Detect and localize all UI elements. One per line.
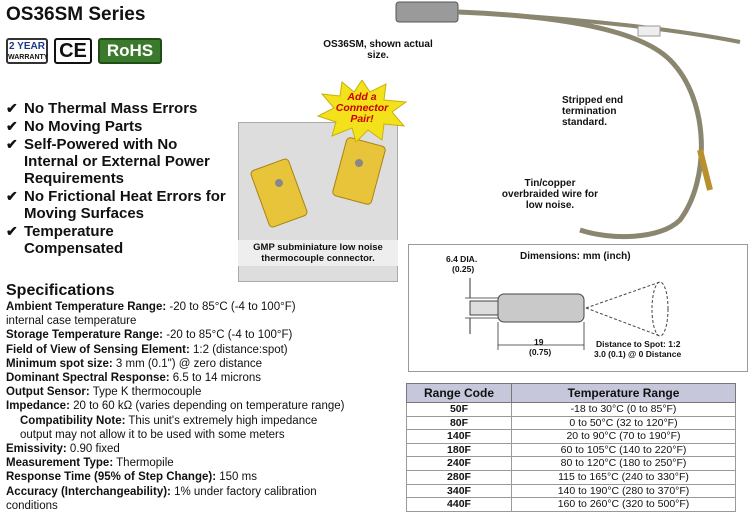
specifications-heading: Specifications [6, 282, 115, 299]
spec-row: Emissivity: 0.90 fixed [6, 443, 120, 456]
spec-row: Dominant Spectral Response: 6.5 to 14 mi… [6, 372, 261, 385]
stripped-end-note: Stripped end termination standard. [562, 95, 624, 128]
warranty-years: 2 YEAR [9, 41, 45, 52]
spec-row: Impedance: 20 to 60 kΩ (varies depending… [6, 400, 345, 413]
range-table: Range Code Temperature Range 50F-18 to 3… [406, 383, 736, 512]
check-icon: ✔ [6, 136, 18, 152]
warranty-label: WARRANTY [8, 54, 49, 61]
sensor-cable-illustration [395, 1, 741, 239]
feature-item: ✔Self-Powered with No Internal or Extern… [6, 136, 210, 187]
sensor-housing [395, 1, 459, 23]
spec-row: conditions [6, 499, 58, 512]
connector-caption: GMP subminiature low noise thermocouple … [238, 240, 398, 266]
spec-row: Measurement Type: Thermopile [6, 457, 174, 470]
spec-row: Output Sensor: Type K thermocouple [6, 386, 202, 399]
dimensions-title: Dimensions: mm (inch) [520, 251, 631, 262]
check-icon: ✔ [6, 118, 18, 134]
sensor-dimension-drawing [465, 278, 669, 350]
spec-row: Compatibility Note: This unit's extremel… [20, 414, 318, 427]
spec-row: Minimum spot size: 3 mm (0.1") @ zero di… [6, 357, 263, 370]
spec-row: internal case temperature [6, 315, 137, 328]
check-icon: ✔ [6, 100, 18, 116]
table-header-row: Range Code Temperature Range [406, 383, 736, 403]
connector-illustration [250, 137, 386, 228]
spec-row: Accuracy (Interchangeability): 1% under … [6, 485, 317, 498]
diameter-label: 6.4 DIA. [446, 254, 478, 264]
wire-note: Tin/copper overbraided wire for low nois… [501, 178, 599, 211]
table-row: 50F-18 to 30°C (0 to 85°F) [406, 402, 736, 417]
distance-to-spot-label: Distance to Spot: 1:2 [596, 339, 681, 349]
spec-row: output may not allow it to be used with … [20, 428, 285, 441]
specifications-list: Ambient Temperature Range: -20 to 85°C (… [6, 300, 406, 513]
feature-list: ✔No Thermal Mass Errors ✔No Moving Parts… [6, 100, 231, 258]
stripped-end [697, 149, 713, 191]
diameter-inch-label: (0.25) [452, 264, 475, 274]
braided-cable [457, 9, 704, 239]
check-icon: ✔ [6, 188, 18, 204]
feature-item: ✔No Thermal Mass Errors [6, 100, 198, 117]
column-header: Range Code [406, 383, 512, 403]
length-inch-label: (0.75) [529, 347, 552, 357]
ce-mark-badge: CE [54, 38, 92, 64]
zero-distance-label: 3.0 (0.1) @ 0 Distance [594, 349, 682, 359]
column-header: Temperature Range [511, 383, 736, 403]
warranty-badge: 2 YEAR WARRANTY [6, 38, 48, 64]
feature-item: ✔No Frictional Heat Errors for Moving Su… [6, 188, 226, 222]
spec-row: Ambient Temperature Range: -20 to 85°C (… [6, 301, 296, 313]
spec-row: Storage Temperature Range: -20 to 85°C (… [6, 329, 293, 342]
feature-item: ✔No Moving Parts [6, 118, 143, 135]
starburst-badge [316, 80, 408, 142]
braided-cable-upper [457, 10, 741, 44]
cable-label-tag [637, 25, 661, 37]
series-title: OS36SM Series [6, 4, 146, 25]
actual-size-note: OS36SM, shown actual size. [323, 39, 433, 61]
rohs-badge: RoHS [98, 38, 162, 64]
dimensions-diagram [408, 244, 748, 372]
check-icon: ✔ [6, 223, 18, 239]
length-label: 19 [534, 337, 544, 347]
spec-row: Field of View of Sensing Element: 1:2 (d… [6, 343, 288, 356]
feature-item: ✔Temperature Compensated [6, 223, 124, 257]
starburst-text: Add a Connector Pair! [335, 91, 389, 125]
spec-row: Response Time (95% of Step Change): 150 … [6, 471, 257, 484]
